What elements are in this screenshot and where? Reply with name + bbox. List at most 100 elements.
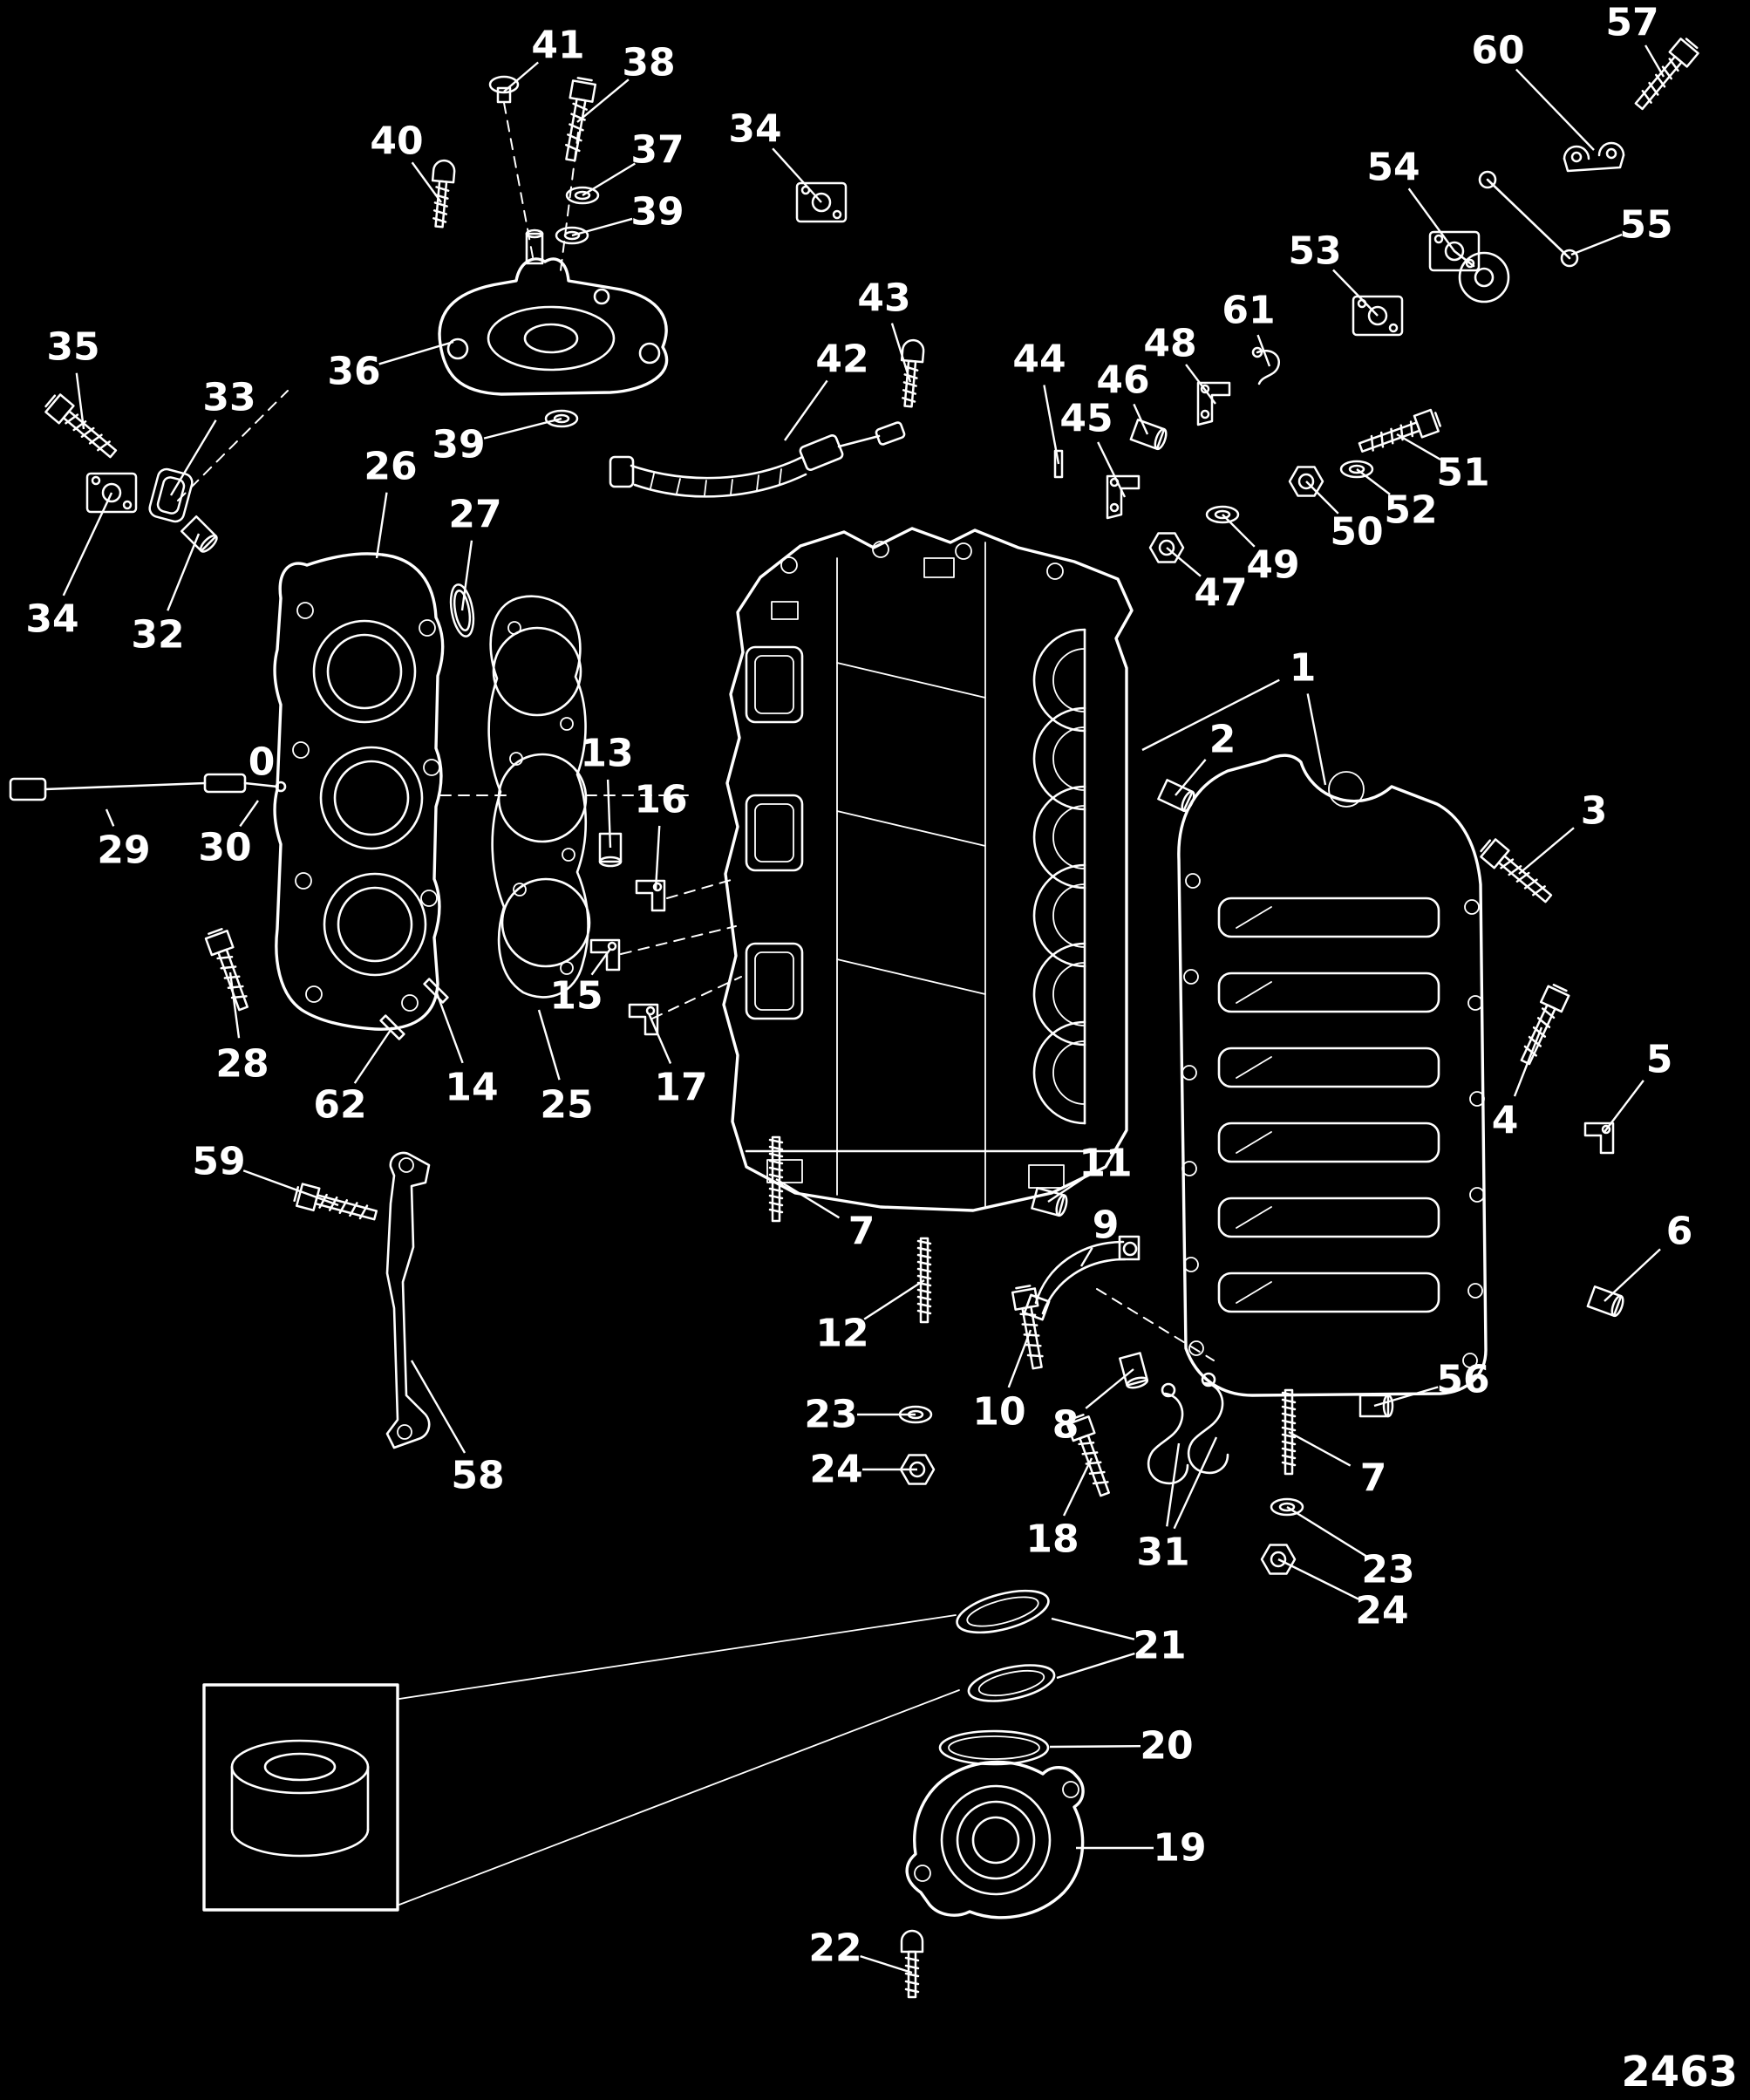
part-glyph-plug [1129, 419, 1168, 451]
callout-36: 36 [327, 340, 454, 394]
callout-number: 36 [327, 350, 380, 394]
callout-45: 45 [1059, 397, 1141, 520]
leader-line [1518, 827, 1575, 875]
part-glyph-gasket [148, 467, 194, 523]
callout-number: 58 [451, 1454, 504, 1498]
leader-line [1396, 433, 1441, 461]
callout-46: 46 [1096, 358, 1168, 451]
part-glyph-plug [180, 515, 218, 553]
callout-number: 42 [815, 338, 868, 382]
callout-number: 32 [131, 613, 184, 658]
callout-number: 48 [1143, 322, 1196, 366]
part-glyph-bolt [204, 928, 249, 1012]
callout-5: 5 [1583, 1038, 1673, 1155]
leader-line [1049, 1745, 1141, 1749]
water-hose [609, 421, 906, 498]
leader-line [1085, 1368, 1134, 1409]
leader-line [460, 540, 473, 611]
leader-line [860, 1954, 913, 1974]
callout-30: 30 [198, 800, 259, 870]
callout-number: 49 [1246, 543, 1299, 588]
leader-line [75, 372, 85, 430]
part-glyph-block [85, 472, 138, 514]
leader-line [1515, 68, 1595, 151]
callout-44: 44 [1012, 338, 1066, 479]
cylinder-block [722, 527, 1134, 1212]
part-glyph-clamp [1563, 141, 1625, 173]
callout-13: 13 [580, 732, 634, 868]
callout-57: 57 [1605, 1, 1699, 111]
callout-24: 24 [1260, 1544, 1409, 1633]
part-glyph-stud [1281, 1388, 1297, 1476]
part-glyph-bracket [1196, 381, 1231, 426]
part-glyph-plug [1119, 1352, 1149, 1389]
figure-number: 2463 [1621, 2048, 1738, 2097]
callout-number: 20 [1140, 1724, 1193, 1769]
callout-number: 52 [1384, 488, 1437, 533]
callout-21: 21 [1051, 1617, 1187, 1680]
leader-line [1570, 233, 1623, 256]
leader-line [1141, 678, 1280, 752]
callout-55: 55 [1570, 203, 1673, 256]
callout-0: 0 [249, 740, 276, 785]
recirculation-hose [1023, 1235, 1141, 1321]
callout-number: 40 [370, 119, 423, 164]
part-glyph-bolt [293, 1183, 378, 1221]
head-gasket [487, 595, 591, 999]
part-glyph-washer [1339, 460, 1374, 479]
leader-line [1062, 1457, 1093, 1517]
part-glyph-fitting [589, 938, 621, 972]
callout-23: 23 [804, 1393, 933, 1437]
leader-line [784, 379, 828, 441]
leader-line [169, 419, 217, 496]
callout-35: 35 [44, 325, 118, 459]
shift-lever [1453, 249, 1510, 303]
leader-line [410, 1360, 466, 1454]
callout-32: 32 [131, 515, 218, 658]
leader-line [863, 1278, 925, 1320]
part-glyph-pin [379, 1014, 405, 1040]
callout-number: 37 [630, 128, 684, 173]
leader-line [1175, 759, 1207, 796]
callout-43: 43 [857, 276, 925, 408]
callout-48: 48 [1143, 322, 1231, 426]
callout-14: 14 [423, 978, 499, 1110]
part-glyph-bolt [1011, 1285, 1044, 1370]
callout-10: 10 [972, 1285, 1044, 1435]
callout-54: 54 [1366, 146, 1481, 272]
part-glyph-washer [1205, 505, 1240, 524]
callout-1: 1 [1141, 646, 1327, 786]
leader-line [1356, 468, 1391, 495]
callout-49: 49 [1205, 505, 1300, 588]
callout-number: 23 [1361, 1548, 1414, 1592]
part-glyph-bolt [1480, 838, 1553, 903]
callout-6: 6 [1586, 1210, 1692, 1318]
callout-34: 34 [25, 472, 138, 642]
callout-number: 5 [1646, 1038, 1673, 1082]
callout-19: 19 [1076, 1826, 1207, 1871]
leader-line [1166, 1442, 1181, 1527]
callout-number: 31 [1136, 1531, 1189, 1575]
callout-number: 30 [198, 826, 251, 870]
part-glyph-nut [1260, 1544, 1297, 1575]
part-glyph-plug [598, 832, 623, 868]
callout-number: 26 [364, 445, 417, 489]
callout-number: 60 [1471, 29, 1524, 73]
part-glyph-block [1428, 230, 1481, 272]
part-glyph-washer [898, 1405, 933, 1424]
callout-number: 59 [192, 1140, 245, 1184]
callout-number: 38 [622, 41, 675, 85]
leader-line [1332, 269, 1379, 317]
callout-number: 25 [540, 1083, 593, 1128]
leader-line [775, 1177, 841, 1219]
callout-number: 34 [728, 107, 781, 152]
leader-line [571, 217, 633, 237]
part-glyph-bracket [1106, 474, 1141, 520]
callout-25: 25 [537, 1009, 594, 1128]
part-glyph-washer [1270, 1497, 1304, 1517]
part-glyph-stud [916, 1237, 932, 1324]
callout-number: 35 [46, 325, 99, 370]
callout-number: 16 [634, 778, 687, 822]
part-glyph-pin [1053, 449, 1064, 479]
part-glyph-washer [555, 226, 589, 245]
